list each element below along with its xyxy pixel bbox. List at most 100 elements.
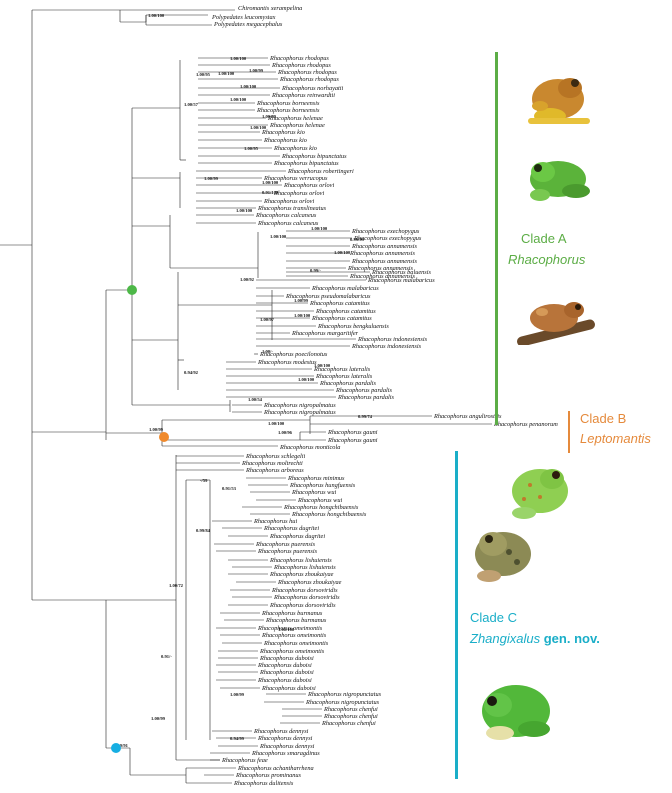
support-value: 1.00/100 [230,97,247,102]
support-value: 1.00/100 [294,313,311,318]
support-value: 1.00/100 [218,71,235,76]
frog-photo-green-spotted [512,469,568,519]
tip-label: Rhacophorus dennysi [257,735,313,742]
tip-label: Rhacophorus bipunctatus [281,153,347,160]
tip-label: Rhacophorus wui [291,489,337,496]
tip-label: Rhacophorus duboisi [261,685,316,692]
tip-label: Rhacophorus dugritei [269,533,325,540]
tip-label: Rhacophorus dennysi [259,743,315,750]
tip-label: Rhacophorus bengkuluensis [317,323,389,330]
clade-b-node-marker [159,432,169,442]
tip-label: Rhacophorus rhodopus [269,55,329,62]
tip-label: Rhacophorus omeimontis [263,640,329,647]
tip-label: Rhacophorus borneensis [256,100,320,107]
tip-label: Rhacophorus annamensis [351,243,417,250]
tip-label: Rhacophorus nigropalmatus [263,409,336,416]
support-value: 0.99/99 [350,237,365,242]
tip-label: Rhacophorus omeimontis [257,625,323,632]
tip-label: Rhacophorus annamensis [349,273,415,280]
tip-label: Rhacophorus poecilonotus [259,351,328,358]
frog-photo-green [530,161,590,201]
tip-label: Rhacophorus calcaneus [257,220,319,227]
support-value: 1.00/100 [334,250,351,255]
support-value: 1.00/100 [314,363,331,368]
tip-label: Rhacophorus puerensis [257,548,318,555]
tip-label: Rhacophorus annamensis [351,258,417,265]
support-value: 1.00/100 [262,180,279,185]
tip-label: Rhacophorus lateralis [315,373,373,380]
support-value: 1.00/96 [278,430,293,435]
tip-label: Rhacophorus orlovi [263,198,314,205]
tip-label: Rhacophorus burmanus [265,617,327,624]
frog-photo-olive-spotted [475,532,531,582]
support-value: 1.00/100 [250,125,267,130]
tip-label: Rhacophorus achantharrhena [237,765,314,772]
tip-label: Rhacophorus duboisi [257,677,312,684]
clade-b-bar [568,411,570,453]
support-value: 1.00/92 [240,277,255,282]
tip-label: Rhacophorus helenae [267,115,323,122]
tip-label: Rhacophorus hongchibaensis [291,511,367,518]
support-value: -/59 [200,478,208,483]
tip-label: Rhacophorus lateralis [313,366,371,373]
support-value: 0.99/- [310,268,321,273]
tip-label: Rhacophorus pardalis [319,380,376,387]
tip-label: Rhacophorus hungfuensis [289,482,356,489]
tip-label: Rhacophorus gauni [327,437,378,444]
tip-label: Rhacophorus penanorum [493,421,558,428]
tip-label: Rhacophorus rhodopus [279,76,339,83]
support-value: 1.00/100 [240,84,257,89]
tip-label: Chiromantis xerampelina [238,5,302,12]
tip-label: Rhacophorus orlovi [273,190,324,197]
support-value: 0.99/74 [358,414,373,419]
tip-label: Rhacophorus lishuiensis [273,564,336,571]
clade-a-node-marker [127,285,137,295]
tip-label: Rhacophorus duboisi [259,655,314,662]
tip-label: Rhacophorus chenfui [323,706,378,713]
support-value: 1.00/91 [114,743,129,748]
clade-b-label: Clade B [580,411,627,426]
tip-label: Rhacophorus angulirostris [433,413,502,420]
tip-label: Rhacophorus dorsoviridis [271,587,338,594]
clade-a-bar [495,52,498,425]
support-value: 1.00/99 [204,176,219,181]
tip-label: Rhacophorus arboreus [245,467,304,474]
support-value: 1.00/100 [230,56,247,61]
tip-label: Rhacophorus omeimontis [259,648,325,655]
tip-label: Rhacophorus kio [273,145,317,152]
support-value: 1.00/57 [184,102,199,107]
tip-label: Rhacophorus zhoukaiyae [269,571,334,578]
tip-label: Rhacophorus dorsoviridis [273,594,340,601]
tip-label: Rhacophorus reinwardtii [271,92,335,99]
support-value: 1.00/100 [270,234,287,239]
tip-label: Rhacophorus moltrechti [241,460,303,467]
support-value: 1.00/- [262,349,273,354]
tip-label: Rhacophorus smaragdinus [251,750,320,757]
support-value: 1.00/100 [268,421,285,426]
tip-label: Rhacophorus zhoukaiyae [277,579,342,586]
tip-label: Rhacophorus borneensis [256,107,320,114]
support-value: 1.00/97 [260,317,275,322]
tip-label: Rhacophorus minimus [287,475,345,482]
support-value: 1.00/99 [149,427,164,432]
tip-label: Rhacophorus nigropunctatus [305,699,380,706]
tip-label: Rhacophorus chenfui [321,720,376,727]
tip-label: Rhacophorus duboisi [259,669,314,676]
tip-label: Rhacophorus exechopygus [351,228,420,235]
support-value: 1.00/95 [196,72,211,77]
tip-label: Rhacophorus indonesiensis [357,336,428,343]
tip-label: Rhacophorus robertingeri [287,168,354,175]
clade-c-genus-name: Zhangixalus [470,631,541,646]
support-value: 1.00/99 [262,114,277,119]
tip-label: Rhacophorus kio [263,137,307,144]
support-value: 1.00/99 [230,692,245,697]
frog-photo-brown-orange [528,78,590,124]
tip-label: Rhacophorus gauni [327,429,378,436]
tip-label: Rhacophorus feae [221,757,268,764]
support-value: 1.00/99 [151,716,166,721]
support-value: 1.00/100 [311,226,328,231]
tip-label: Rhacophorus wui [297,497,343,504]
tip-label: Rhacophorus omeimontis [261,632,327,639]
tip-label: Rhacophorus rhodopus [271,62,331,69]
